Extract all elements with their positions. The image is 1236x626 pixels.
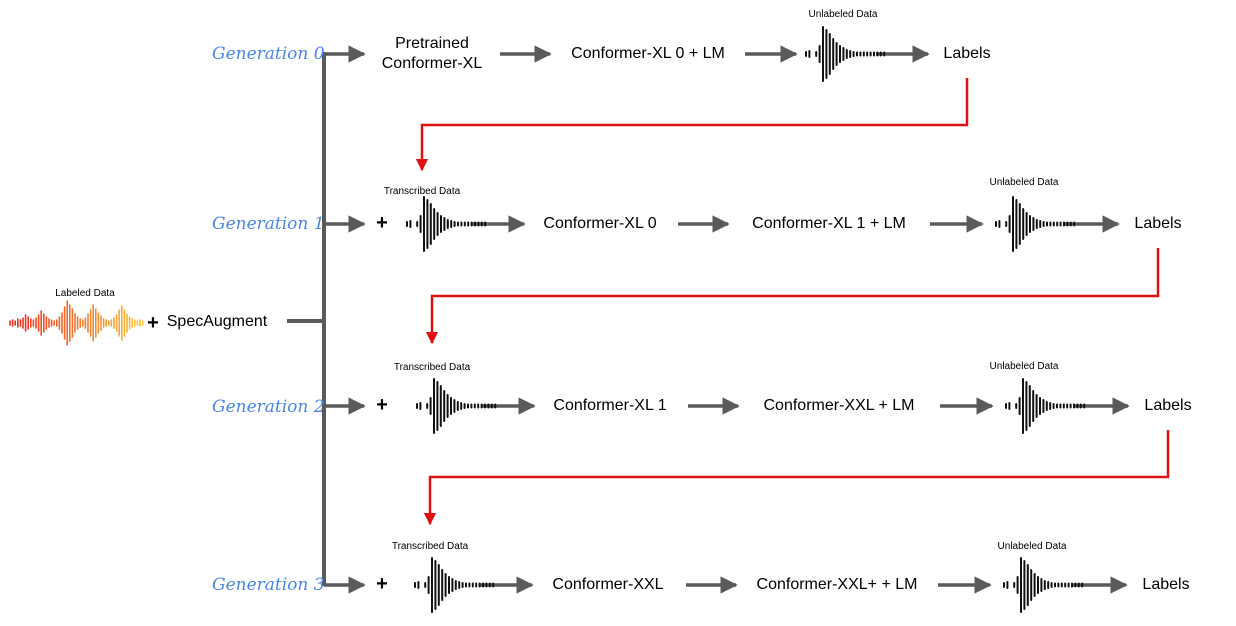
transcribed-caption-g3: Transcribed Data	[391, 541, 469, 552]
waveform-icon	[406, 196, 487, 252]
feedback-arrow-g2-g3	[423, 430, 1170, 526]
labeled-data-caption: Labeled Data	[55, 288, 115, 299]
colored-waveform-icon	[9, 300, 144, 346]
waveform-icon	[805, 26, 886, 82]
waveform-icon	[995, 196, 1076, 252]
transcribed-caption-g1: Transcribed Data	[383, 186, 461, 197]
waveform-icon	[414, 557, 495, 613]
teacher-node-g2: Conformer-XXL + LM	[763, 397, 915, 414]
labels-node-g1: Labels	[1134, 215, 1182, 232]
student-node-g1: Conformer-XL 0	[543, 215, 657, 232]
labels-node-g0: Labels	[943, 45, 991, 62]
waveform-icon	[416, 378, 497, 434]
plus-sign: +	[147, 312, 159, 334]
transcribed-caption-g2: Transcribed Data	[393, 362, 471, 373]
waveform-icon	[1005, 378, 1086, 434]
generation-3-label: Generation 3	[212, 575, 325, 595]
feedback-arrow-g0-g1	[415, 78, 969, 172]
generation-2-label: Generation 2	[212, 397, 325, 417]
unlabeled-caption-g0: Unlabeled Data	[808, 9, 878, 20]
labels-node-g3: Labels	[1142, 576, 1190, 593]
labels-node-g2: Labels	[1144, 397, 1192, 414]
plus-sign-g1: +	[376, 212, 388, 234]
waveform-icon	[1003, 557, 1084, 613]
student-node-g3: Conformer-XXL	[552, 576, 664, 593]
unlabeled-caption-g3: Unlabeled Data	[997, 541, 1067, 552]
plus-sign-g2: +	[376, 394, 388, 416]
generation-1-label: Generation 1	[212, 214, 325, 234]
student-node-g2: Conformer-XL 1	[553, 397, 667, 414]
plus-sign-g3: +	[376, 573, 388, 595]
unlabeled-caption-g2: Unlabeled Data	[989, 361, 1059, 372]
unlabeled-caption-g1: Unlabeled Data	[989, 177, 1059, 188]
teacher-node-g0: Conformer-XL 0 + LM	[571, 45, 725, 62]
pretrained-model-node: Pretrained Conformer-XL	[381, 35, 483, 72]
specaugment-label: SpecAugment	[166, 313, 268, 330]
feedback-arrow-g1-g2	[425, 248, 1160, 345]
generation-0-label: Generation 0	[212, 44, 325, 64]
teacher-node-g3: Conformer-XXL+ + LM	[756, 576, 918, 593]
teacher-node-g1: Conformer-XL 1 + LM	[752, 215, 906, 232]
